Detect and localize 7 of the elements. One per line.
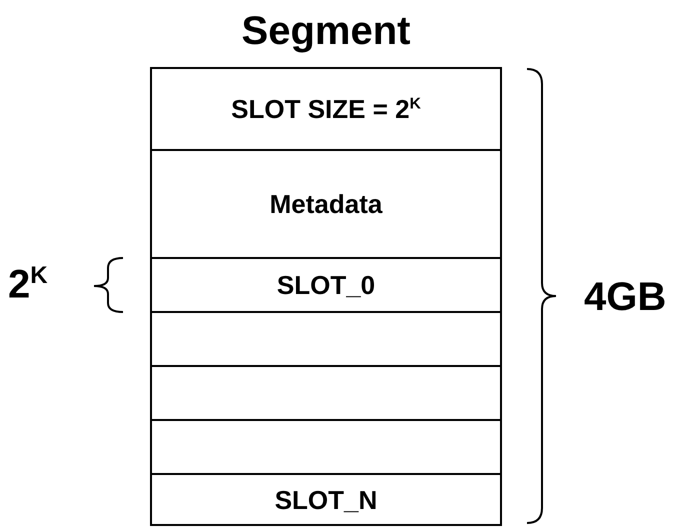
size-label: 2$^{K}$ — [8, 262, 48, 308]
row-label: SLOT_N — [274, 485, 378, 516]
segment-title: Segment — [240, 9, 412, 54]
size-label: 4GB — [584, 275, 666, 320]
row-label: SLOT SIZE = 2$^{K}$ — [231, 94, 421, 124]
row-label: SLOT_0 — [276, 270, 376, 300]
row-label: Metadata — [270, 188, 382, 220]
